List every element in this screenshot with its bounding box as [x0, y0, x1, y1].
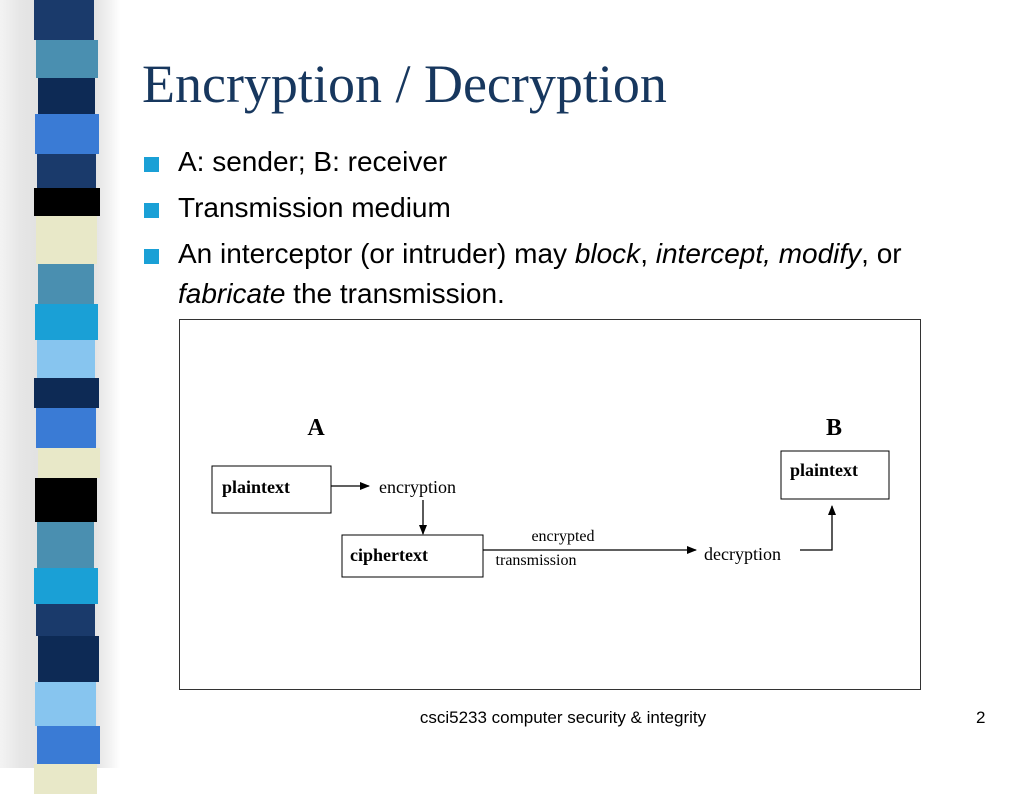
plaintext-b-label: plaintext [790, 460, 858, 480]
encrypted-label: encrypted [531, 528, 594, 545]
strip-block [34, 188, 100, 216]
arrow-to-plaintext-b [800, 505, 836, 551]
decorative-strip [0, 0, 120, 794]
bullet-text: A: sender; B: receiver [178, 146, 447, 177]
strip-block [37, 154, 96, 188]
bullet-list: A: sender; B: receiver Transmission medi… [142, 142, 942, 320]
strip-block [34, 568, 98, 604]
square-bullet-icon [144, 203, 159, 218]
strip-block [35, 114, 99, 154]
strip-block [35, 682, 96, 726]
strip-block [38, 448, 100, 478]
diagram-canvas: A B plaintext encryption ciphertext encr… [211, 415, 890, 578]
receiver-label: B [826, 415, 842, 441]
plaintext-box-b [780, 450, 890, 500]
slide-title: Encryption / Decryption [142, 54, 667, 114]
decryption-label: decryption [704, 544, 781, 564]
strip-block [35, 304, 98, 340]
ciphertext-box [341, 534, 484, 578]
footer-course-text: csci5233 computer security & integrity [419, 708, 707, 727]
bullet-run: the transmission. [285, 278, 505, 309]
bullet-run: Transmission medium [178, 192, 451, 223]
bullet-text: An interceptor (or intruder) may block , … [178, 238, 902, 309]
bullet-emphasis: intercept, modify [655, 238, 862, 269]
bullet-item: A: sender; B: receiver [142, 142, 942, 182]
strip-block [37, 726, 100, 764]
encryption-diagram: A B plaintext encryption ciphertext encr… [179, 319, 921, 690]
strip-block [37, 340, 95, 378]
encryption-label: encryption [379, 477, 456, 497]
strip-block [38, 636, 99, 682]
bullet-run: A: sender; B: receiver [178, 146, 448, 177]
bullet-run: , or [861, 238, 902, 269]
ciphertext-label: ciphertext [350, 545, 428, 565]
plaintext-a-label: plaintext [222, 477, 290, 497]
plaintext-box-a [211, 465, 332, 514]
bullet-text: Transmission medium [178, 192, 451, 223]
strip-block [38, 78, 95, 114]
strip-block [37, 522, 94, 568]
bullet-run: , [640, 238, 656, 269]
strip-block [34, 378, 99, 408]
bullet-run: An interceptor (or intruder) may [178, 238, 575, 269]
bullet-emphasis: block [574, 238, 641, 269]
transmission-label: transmission [496, 552, 577, 569]
square-bullet-icon [144, 249, 159, 264]
strip-block [38, 264, 94, 304]
strip-block [36, 40, 98, 78]
square-bullet-icon [144, 157, 159, 172]
bullet-emphasis: fabricate [178, 278, 286, 309]
slide: Encryption / Decryption A: sender; B: re… [0, 0, 986, 794]
bullet-item: Transmission medium [142, 188, 942, 228]
bullet-item: An interceptor (or intruder) may block , … [142, 234, 942, 314]
strip-block [34, 764, 97, 794]
strip-block [36, 408, 96, 448]
page-number: 2 [976, 708, 986, 727]
strip-block [35, 478, 97, 522]
sender-label: A [307, 415, 325, 441]
strip-block [36, 604, 95, 636]
strip-block [34, 0, 94, 40]
strip-block [36, 216, 97, 264]
